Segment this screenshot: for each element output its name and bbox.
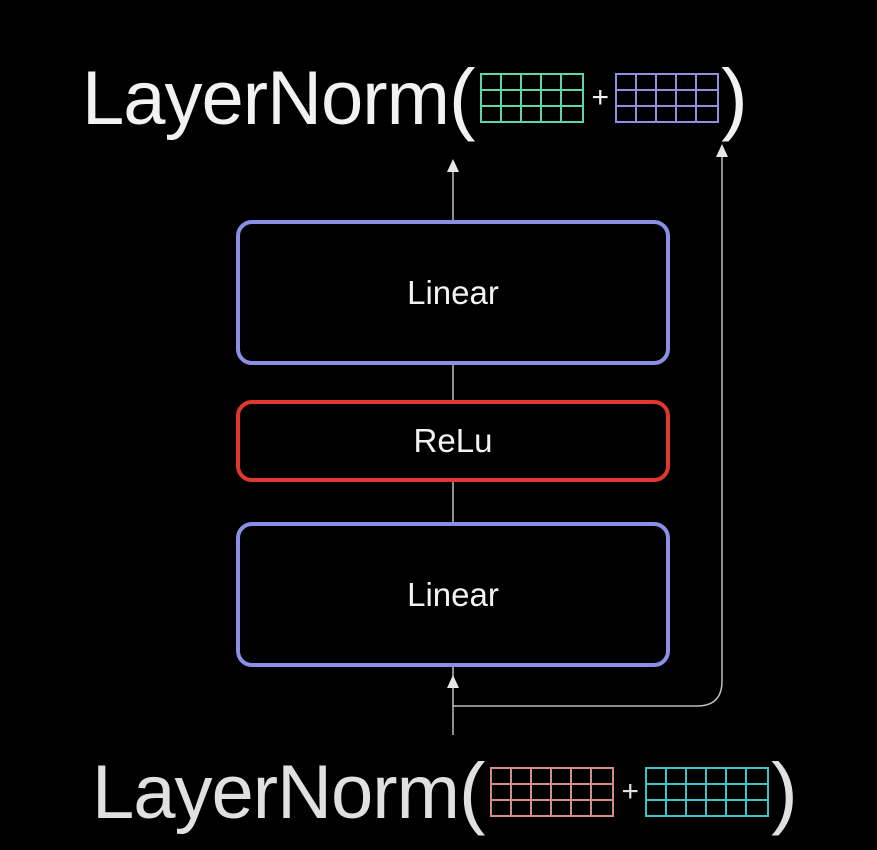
arrow-up-icon [447, 159, 459, 172]
vector-cell [687, 769, 708, 815]
open-paren: ( [448, 53, 476, 142]
input-embedding-vector [489, 767, 614, 817]
plus-operator: + [591, 81, 610, 114]
vector-cell [677, 75, 698, 121]
vector-cell [727, 769, 748, 815]
layer-label: Linear [407, 273, 499, 311]
close-paren: ) [721, 53, 748, 142]
relu-layer: ReLu [236, 400, 670, 482]
layer-label: Linear [407, 575, 499, 613]
vector-cell [591, 769, 612, 815]
arrow-up-icon [447, 675, 459, 688]
vector-cell [531, 769, 552, 815]
vector-cell [571, 769, 592, 815]
top-layernorm-formula: LayerNorm ( + ) [82, 43, 748, 153]
vector-cell [747, 769, 768, 815]
vector-cell [657, 75, 678, 121]
vector-cell [561, 75, 582, 121]
layernorm-function-label: LayerNorm [92, 749, 460, 835]
vector-cell [667, 769, 688, 815]
layer-label: ReLu [413, 422, 493, 459]
attention-output-vector [645, 767, 770, 817]
vector-cell [541, 75, 562, 121]
vector-cell [491, 769, 512, 815]
vector-cell [707, 769, 728, 815]
layernorm-function-label: LayerNorm [82, 55, 450, 141]
vector-cell [551, 769, 572, 815]
vector-cell [647, 769, 668, 815]
arrow-up-icon [716, 144, 728, 157]
vector-cell [697, 75, 718, 121]
close-paren: ) [771, 747, 798, 836]
vector-cell [637, 75, 658, 121]
open-paren: ( [458, 747, 486, 836]
plus-operator: + [621, 775, 640, 808]
top-linear-layer: Linear [236, 220, 670, 365]
bottom-layernorm-formula: LayerNorm ( + ) [92, 737, 798, 847]
vector-cell [481, 75, 502, 121]
bottom-linear-layer: Linear [236, 522, 670, 667]
attention-output-vector [479, 73, 584, 123]
vector-cell [521, 75, 542, 121]
residual-input-vector [615, 73, 720, 123]
vector-cell [501, 75, 522, 121]
vector-cell [511, 769, 532, 815]
vector-cell [617, 75, 638, 121]
residual-connection-line [453, 156, 723, 707]
